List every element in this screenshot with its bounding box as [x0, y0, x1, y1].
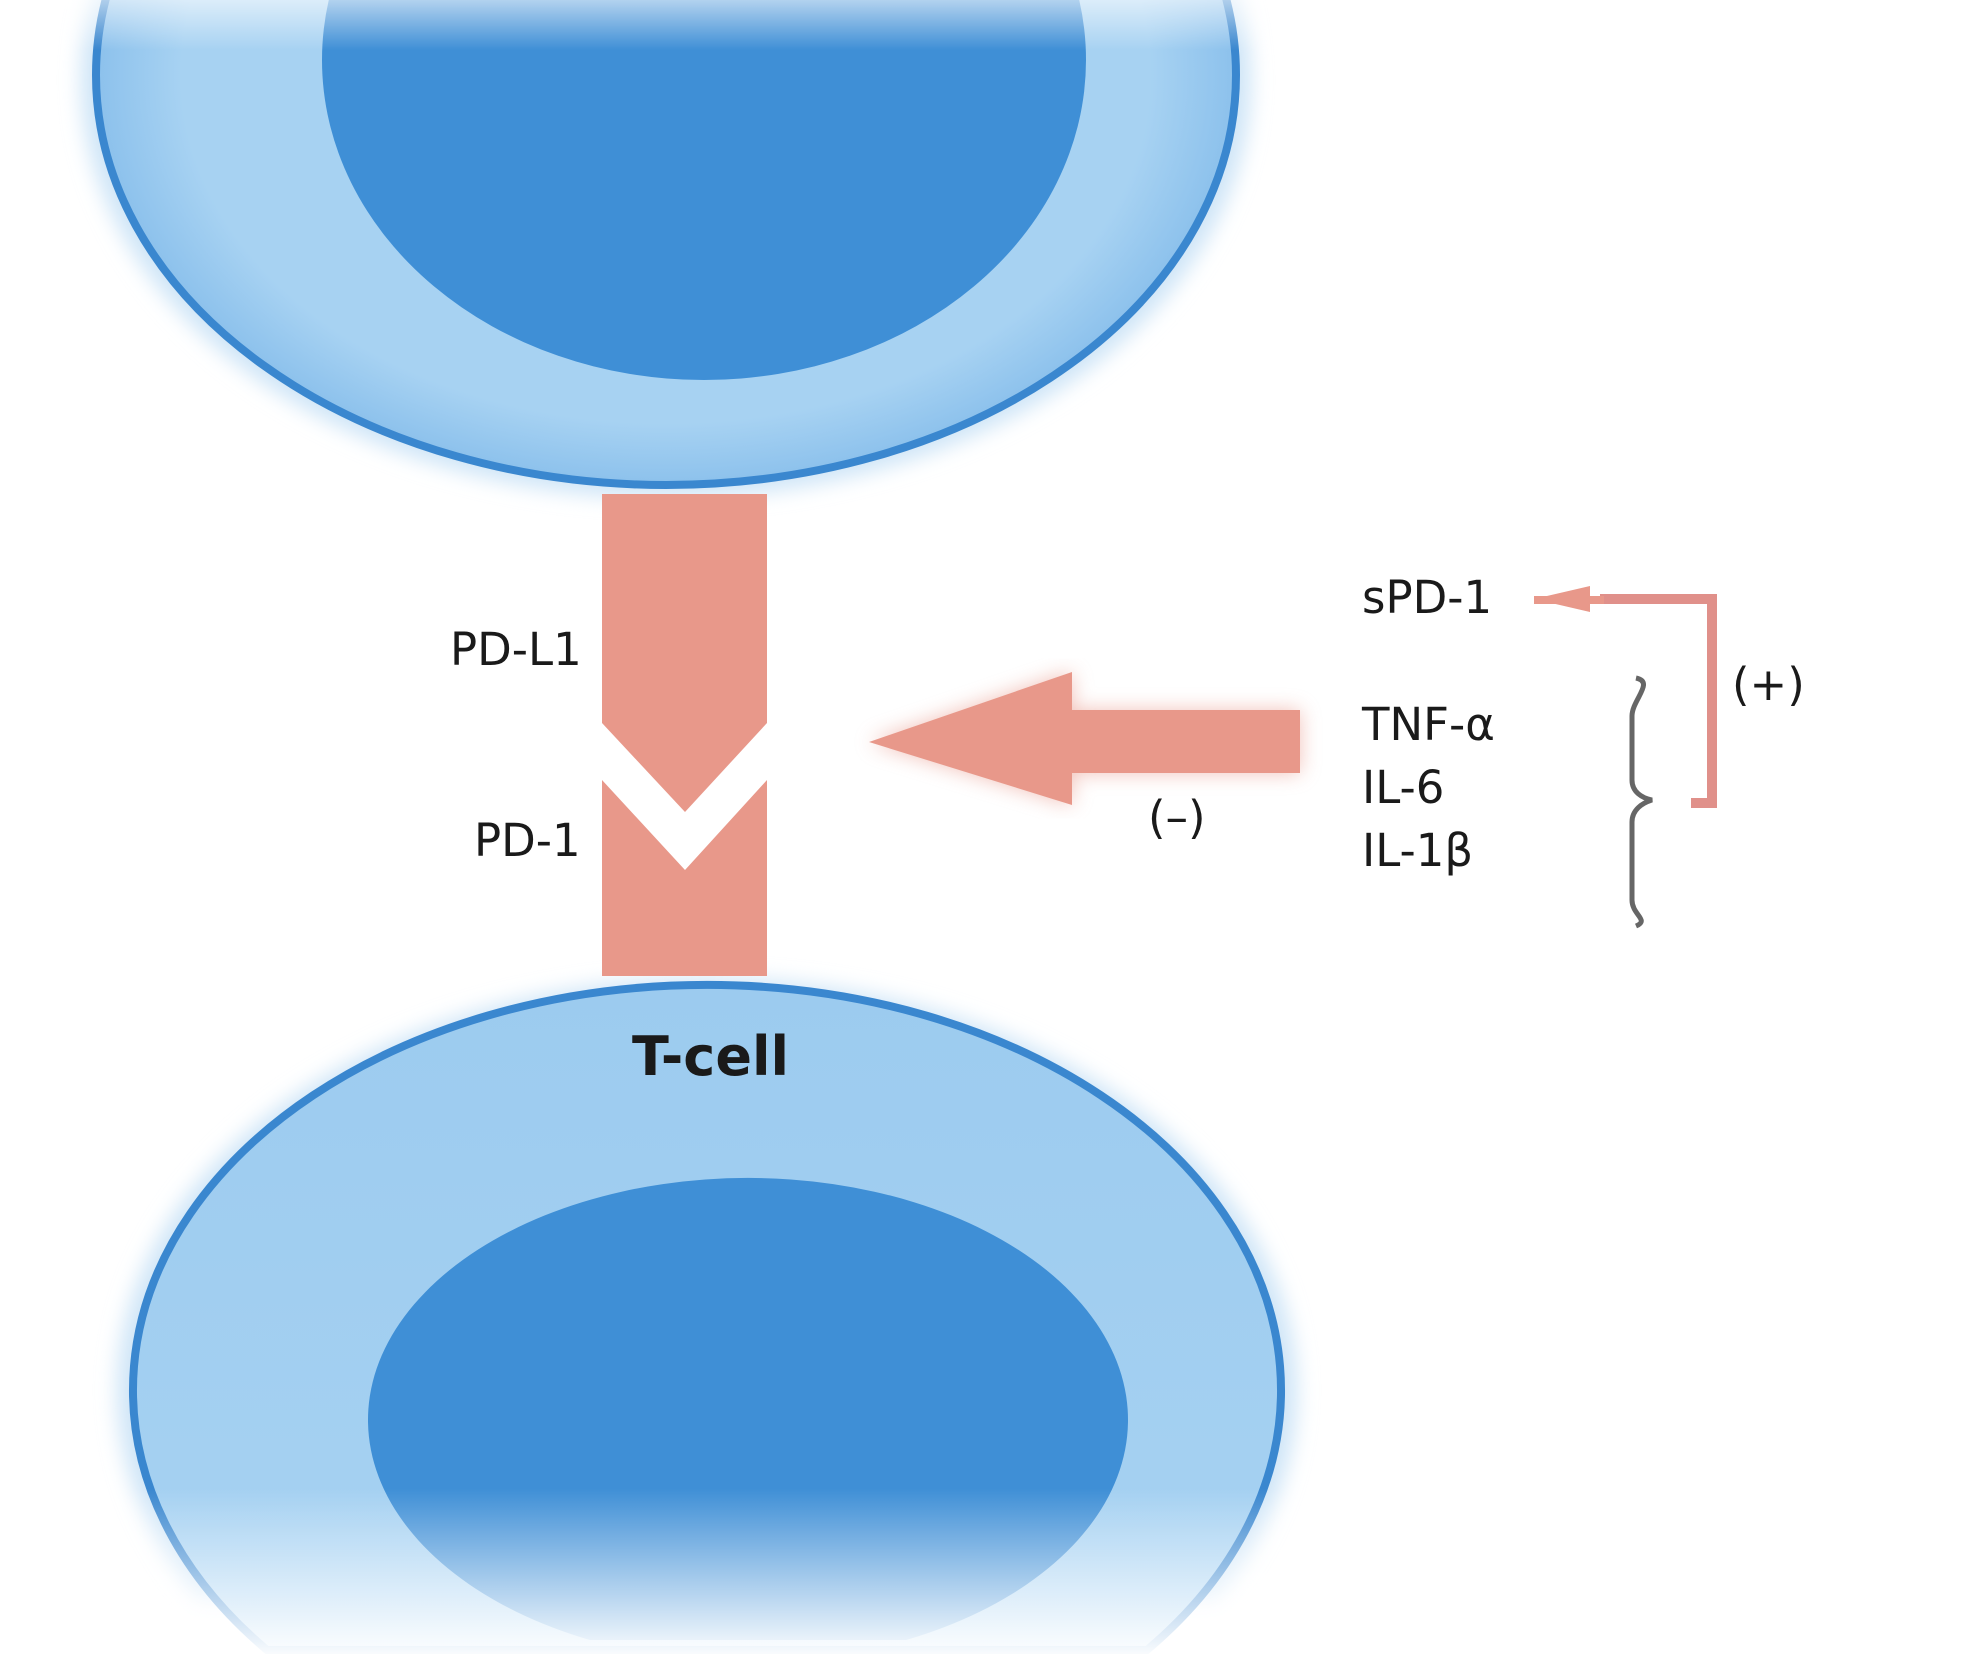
pd-1-receptor — [602, 780, 767, 976]
negative-effect-label: (–) — [1148, 791, 1206, 844]
spd-1-label: sPD-1 — [1362, 571, 1493, 624]
cytokine-il-1beta: IL-1β — [1362, 824, 1474, 877]
positive-effect-label: (+) — [1732, 658, 1805, 711]
pd-l1-receptor — [602, 494, 767, 812]
inhibition-arrow — [869, 672, 1300, 805]
t-cell-body — [0, 978, 1400, 1659]
cytokine-brace — [1629, 675, 1653, 929]
top-cell — [0, 0, 1400, 498]
t-cell-label: T-cell — [632, 1025, 789, 1088]
pd-l1-pd-1-binding — [602, 494, 767, 976]
cytokine-il-6: IL-6 — [1362, 761, 1445, 814]
pd-l1-label: PD-L1 — [450, 623, 582, 676]
pd-1-label: PD-1 — [474, 814, 581, 867]
cytokine-tnf-alpha: TNF-α — [1362, 698, 1495, 751]
spd-1-feedback-arrow — [1534, 586, 1717, 808]
